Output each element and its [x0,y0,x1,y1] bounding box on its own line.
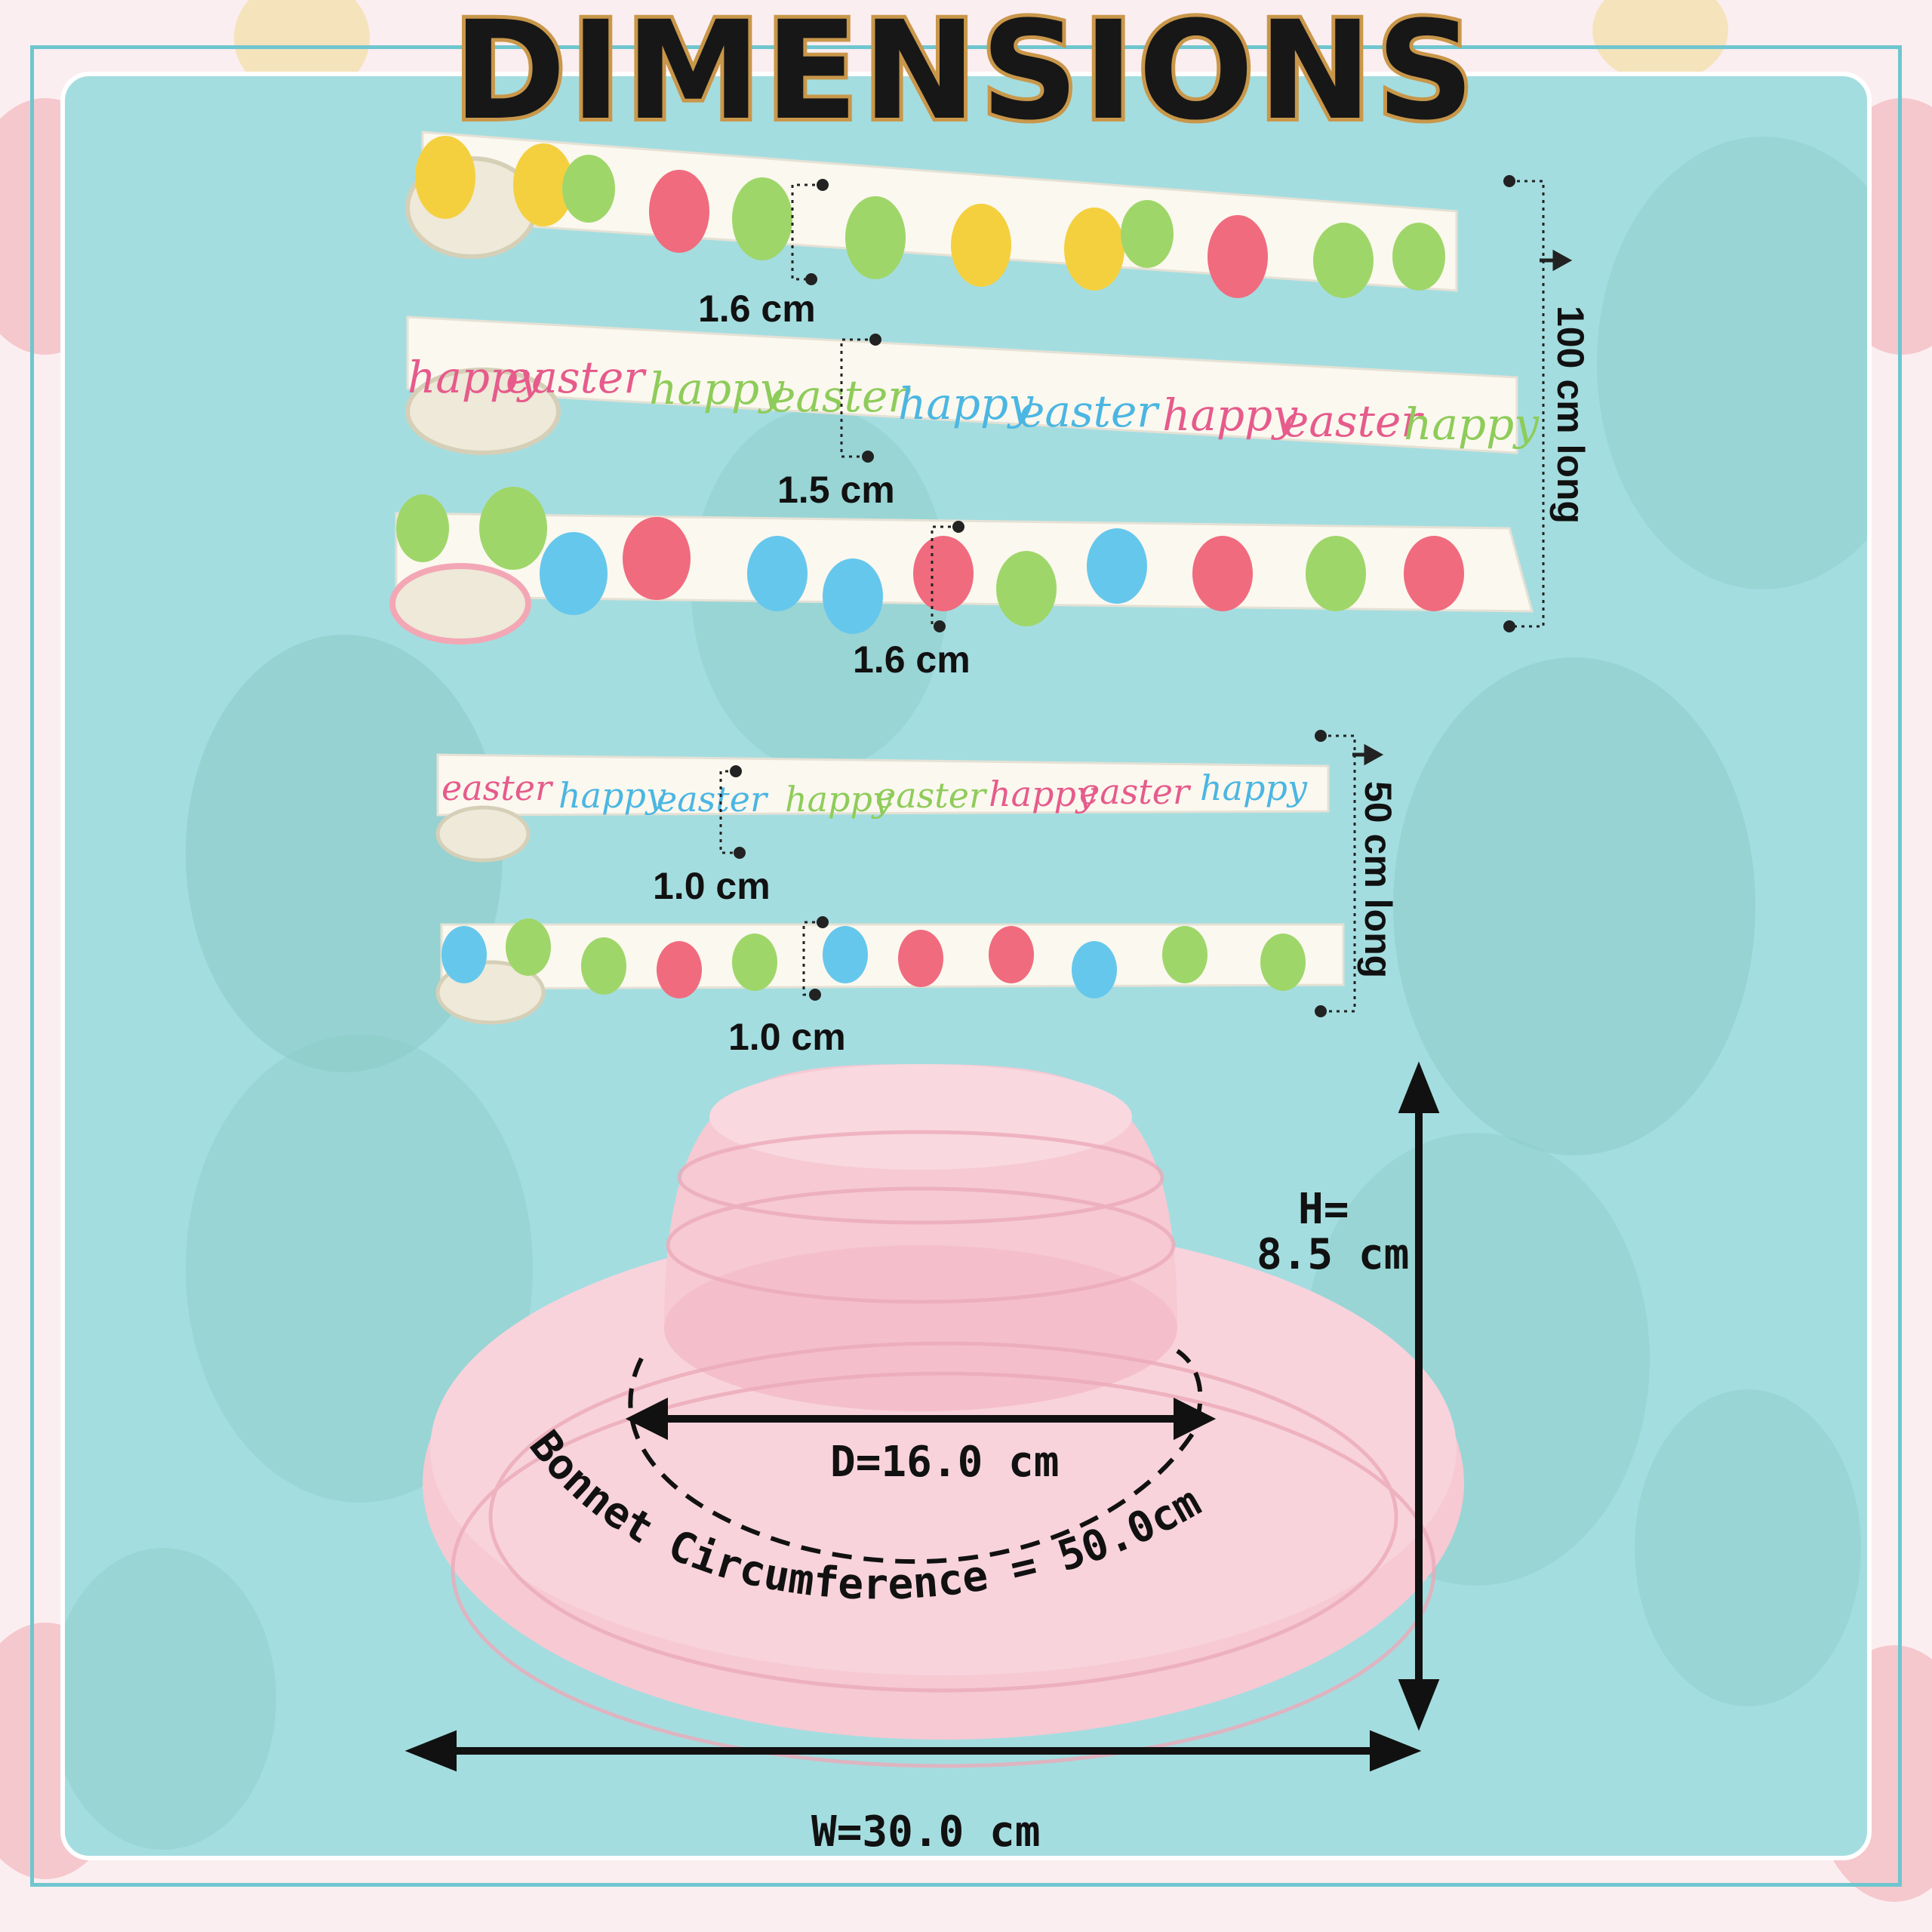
dimension-markers [719,180,1545,1013]
ribbon-text: happy [785,779,893,820]
egg [823,926,868,983]
egg [747,536,808,611]
egg [1313,223,1374,298]
egg [732,177,792,260]
ribbon-text: happy [898,378,1034,429]
ribbon-text: easter [1019,386,1160,437]
ribbon-text: happy [1162,389,1298,441]
ribbon-text: happy [408,352,543,403]
ribbon-text: happy [1200,768,1308,808]
ribbon-text: easter [441,768,554,808]
egg [649,170,709,253]
height-label-line2: 8.5 cm [1257,1230,1410,1279]
circumference-dashed-curve [628,1349,1203,1564]
height-label-line1: H= [1298,1185,1349,1234]
ribbon-4: easter happy easter happy easter happy e… [435,753,1330,863]
egg [540,532,608,615]
ribbon-text: easter [506,352,647,403]
egg [913,536,974,611]
egg [732,934,777,991]
diameter-label: D=16.0 cm [830,1438,1060,1487]
egg [396,494,449,562]
ribbon-1 [405,131,1458,298]
egg [479,487,547,570]
egg [996,551,1057,626]
bonnet-arrows [405,1061,1440,1772]
outer-frame [30,45,1902,1887]
ribbon-5 [435,918,1345,1025]
ribbon-1-width-label: 1.6 cm [698,288,816,330]
egg [1121,200,1174,268]
ribbon-2-width-label: 1.5 cm [777,469,895,511]
egg [1072,941,1117,998]
ribbon-3 [389,487,1534,645]
ribbon-5-width-label: 1.0 cm [728,1016,846,1058]
egg [951,204,1011,287]
egg [845,196,906,279]
bonnet-illustration [423,1064,1464,1768]
egg [581,937,626,995]
ribbon-text: easter [657,779,769,820]
ribbon-text: happy [989,774,1097,814]
egg [1162,926,1208,983]
ribbon-text: happy [1404,398,1540,450]
ribbon-text: easter [1283,395,1424,447]
ribbon-2: happy easter happy easter happy easter h… [405,315,1540,455]
egg [898,930,943,987]
egg [1064,208,1124,291]
egg [441,926,487,983]
ribbon-text: easter [1079,771,1192,812]
long-ribbons-length-label: 100 cm long [1549,306,1592,524]
ribbon-text: easter [875,775,988,816]
ribbon-4-width-label: 1.0 cm [653,865,771,907]
panel-background-eggs [65,137,1867,1850]
ribbon-text: happy [558,775,666,816]
egg [823,558,883,634]
egg [623,517,691,600]
egg [1260,934,1306,991]
egg [1087,528,1147,604]
egg [1404,536,1464,611]
egg [415,136,475,219]
egg [1208,215,1268,298]
egg [1306,536,1366,611]
egg [1392,223,1445,291]
dimension-dots [730,175,1515,1017]
ribbon-3-width-label: 1.6 cm [853,638,971,681]
dimension-arrows [1352,249,1573,766]
egg [657,941,702,998]
width-label: W=30.0 cm [811,1807,1041,1857]
egg [562,155,615,223]
egg [513,143,574,226]
page-title: DIMENSIONS [449,0,1479,150]
ribbon-text: happy [649,363,785,414]
egg [1192,536,1253,611]
egg [989,926,1034,983]
short-ribbons-length-label: 50 cm long [1357,781,1399,979]
egg [506,918,551,976]
